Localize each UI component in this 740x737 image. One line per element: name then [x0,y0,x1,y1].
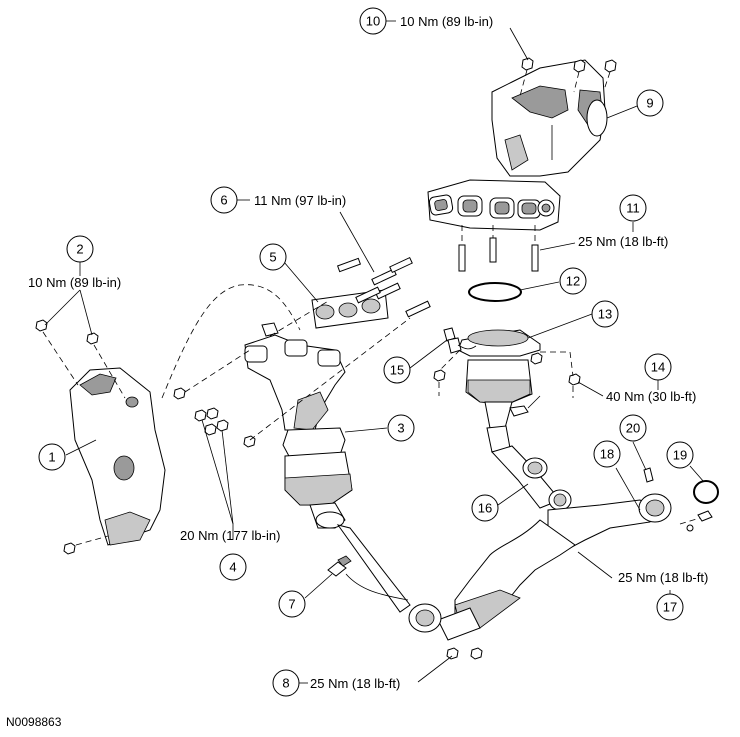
callout-2: 2 10 Nm (89 lb-in) [28,235,121,290]
callout-number: 20 [626,421,640,436]
callout-13: 13 [591,300,619,328]
callout-number: 8 [282,676,289,691]
rear-down-pipe [491,445,572,511]
upper-heat-shield [491,59,608,177]
oxygen-sensor-front [327,555,409,601]
manifold-nuts [194,407,256,448]
manifold-gasket [311,289,389,329]
callout-number: 2 [76,242,83,257]
callout-number: 10 [366,14,380,29]
callout-number: 16 [478,501,492,516]
front-down-pipe [336,524,483,660]
torque-label: 25 Nm (18 lb-ft) [310,676,400,691]
callout-8: 8 25 Nm (18 lb-ft) [272,669,400,697]
callout-number: 5 [269,250,276,265]
callout-number: 15 [390,363,404,378]
torque-label: 20 Nm (177 lb-in) [180,528,280,543]
rear-manifold-studs [458,225,539,272]
callout-11: 11 25 Nm (18 lb-ft) [578,194,668,249]
callout-6: 6 11 Nm (97 lb-in) [210,186,346,214]
callout-number: 12 [566,274,580,289]
rear-catalytic-converter [457,329,541,453]
callout-5: 5 [259,243,287,271]
callout-1: 1 [38,443,66,471]
callout-number: 13 [598,307,612,322]
manifold-studs [336,256,431,318]
callout-number: 11 [626,201,640,216]
callout-10: 10 10 Nm (89 lb-in) [359,7,493,35]
callout-number: 3 [397,421,404,436]
y-pipe [437,499,651,641]
callout-number: 19 [673,448,687,463]
callout-number: 14 [651,360,665,375]
heat-shield-bolts [519,57,617,97]
callout-number: 4 [229,560,236,575]
callout-18: 18 [593,440,621,468]
callout-number: 9 [646,96,653,111]
callout-number: 7 [288,597,295,612]
front-exhaust-manifold [244,322,346,431]
callout-number: 18 [600,447,614,462]
callout-4: 20 Nm (177 lb-in) 4 [180,528,280,581]
callout-number: 17 [663,600,677,615]
torque-label: 10 Nm (89 lb-in) [28,275,121,290]
callout-19: 19 [666,441,694,469]
torque-label: 10 Nm (89 lb-in) [400,14,493,29]
oxygen-sensor-rear [443,327,477,354]
callout-20: 20 [619,414,647,442]
front-shield-bolts [35,319,186,555]
callout-7: 7 [278,590,306,618]
rear-cat-bolts [433,349,581,398]
torque-label: 25 Nm (18 lb-ft) [618,570,708,585]
callout-3: 3 [387,414,415,442]
front-catalytic-converter [282,427,353,529]
callout-12: 12 [559,267,587,295]
callout-15: 15 [383,356,411,384]
callout-14: 14 40 Nm (30 lb-ft) [606,353,696,404]
gasket-ring [468,282,522,302]
torque-label: 11 Nm (97 lb-in) [254,193,346,208]
callout-16: 16 [471,494,499,522]
callout-number: 6 [220,193,227,208]
callout-9: 9 [636,89,664,117]
front-heat-shield [69,367,166,546]
callout-leaders [44,20,705,684]
torque-label: 25 Nm (18 lb-ft) [578,234,668,249]
figure-id: N0098863 [6,715,62,729]
callout-number: 1 [48,450,55,465]
rear-exhaust-manifold [427,179,561,231]
torque-label: 40 Nm (30 lb-ft) [606,389,696,404]
rear-flange-assembly [638,467,719,532]
callout-17: 25 Nm (18 lb-ft) 17 [618,570,708,621]
